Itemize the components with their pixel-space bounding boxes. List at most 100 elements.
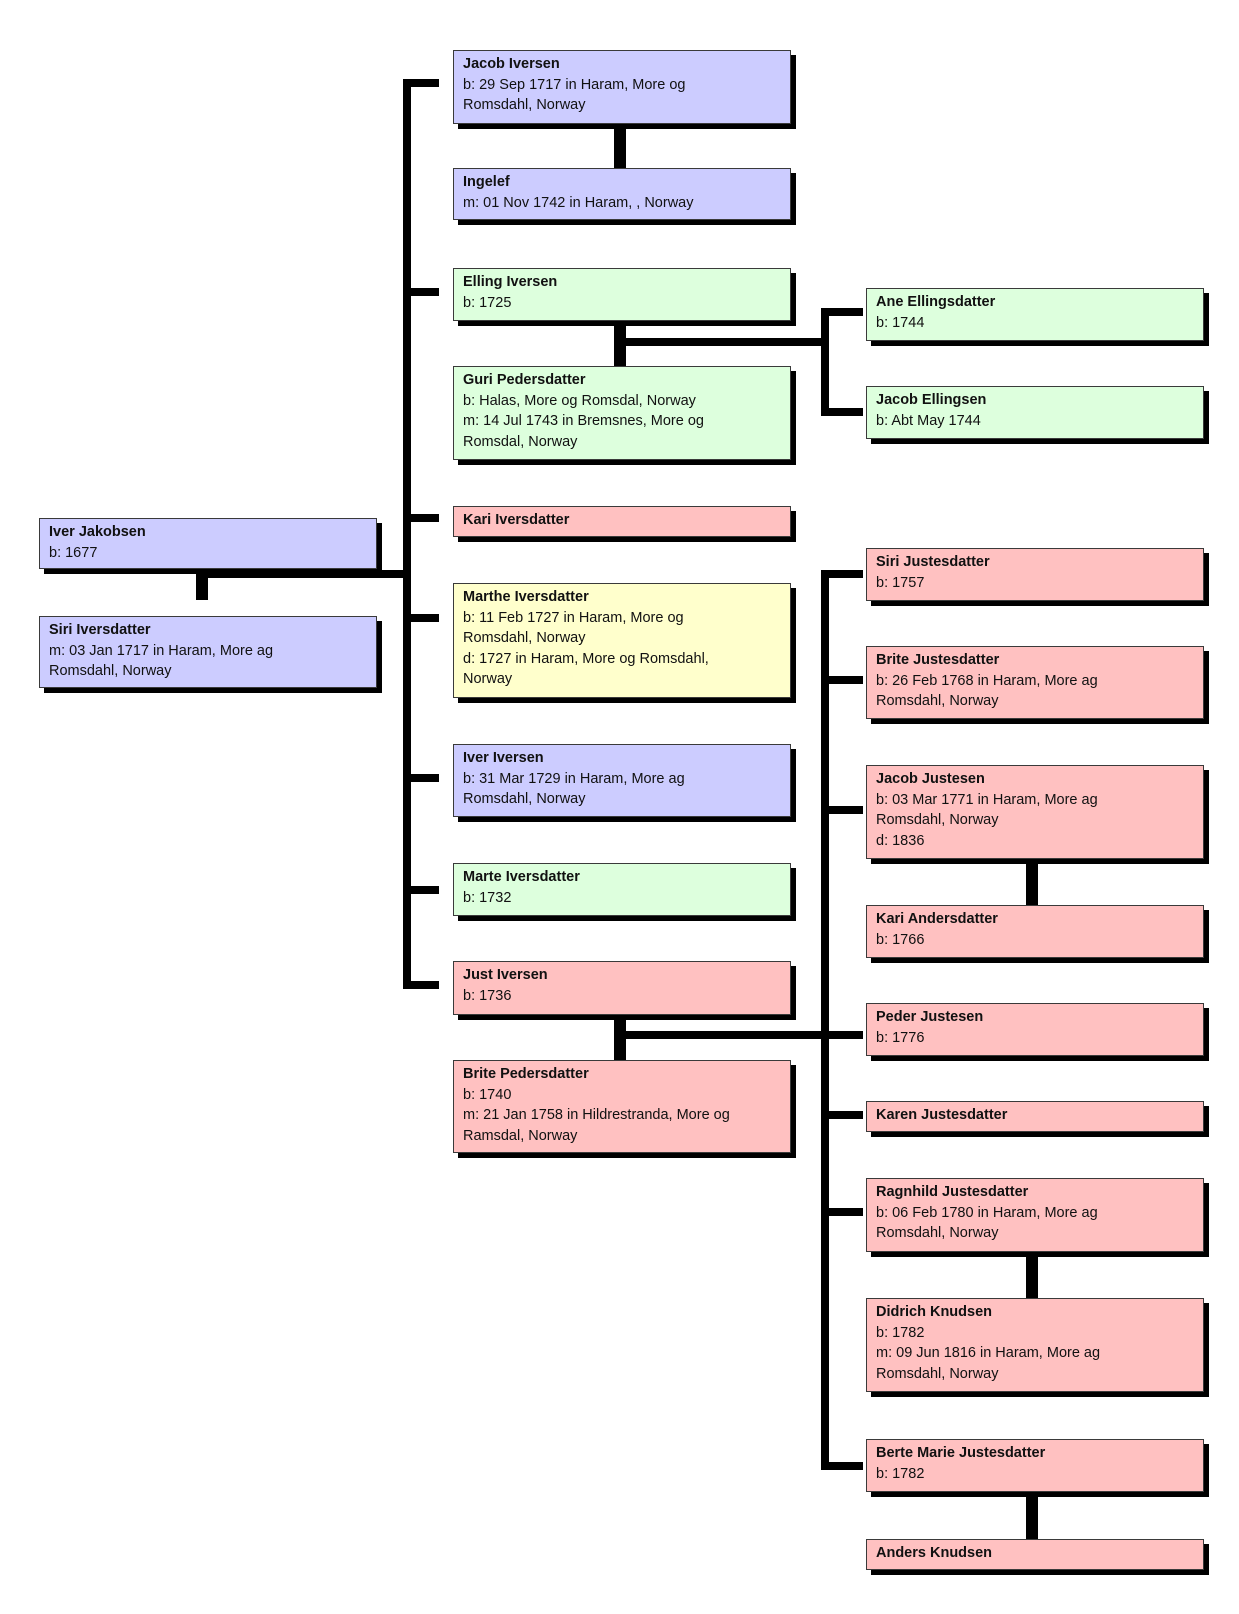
person-name: Iver Iversen — [463, 750, 544, 766]
person-box-brite-pedersdatter[interactable]: Brite Pedersdatter b: 1740 m: 21 Jan 175… — [453, 1060, 791, 1153]
person-detail-line: Romsdal, Norway — [463, 433, 578, 450]
person-box-jacob-ellingsen[interactable]: Jacob Ellingsen b: Abt May 1744 — [866, 386, 1204, 439]
couple-connector-jacob-ingelef — [614, 125, 626, 169]
branch-berte-marie-justesdatter — [821, 1462, 863, 1470]
person-detail-line: m: 01 Nov 1742 in Haram, , Norway — [463, 194, 694, 211]
branch-marthe-iversdatter — [403, 614, 439, 622]
person-name: Peder Justesen — [876, 1009, 984, 1025]
children-trunk-line — [403, 79, 411, 989]
branch-jacob-justesen — [821, 806, 863, 814]
branch-ragnhild-justesdatter — [821, 1208, 863, 1216]
person-detail-line: b: Halas, More og Romsdal, Norway — [463, 392, 696, 409]
person-detail-line: b: 1725 — [463, 294, 512, 311]
person-detail-line: b: 26 Feb 1768 in Haram, More ag — [876, 672, 1098, 689]
branch-jacob-ellingsen — [821, 408, 863, 416]
person-detail-line: b: 1736 — [463, 987, 512, 1004]
person-name: Berte Marie Justesdatter — [876, 1445, 1046, 1461]
person-name: Guri Pedersdatter — [463, 372, 586, 388]
person-detail-line: Romsdahl, Norway — [463, 97, 586, 113]
branch-karen-justesdatter — [821, 1111, 863, 1119]
branch-ane-ellingsdatter — [821, 308, 863, 316]
person-detail-line: m: 03 Jan 1717 in Haram, More ag — [49, 642, 274, 659]
person-detail-line: b: 1740 — [463, 1086, 512, 1103]
person-name: Anders Knudsen — [876, 1545, 993, 1561]
person-box-ane-ellingsdatter[interactable]: Ane Ellingsdatter b: 1744 — [866, 288, 1204, 341]
person-name: Jacob Ellingsen — [876, 392, 987, 408]
person-name: Just Iversen — [463, 967, 548, 983]
person-box-ingelef[interactable]: Ingelef m: 01 Nov 1742 in Haram, , Norwa… — [453, 168, 791, 220]
person-detail-line: b: 1757 — [876, 574, 925, 591]
person-detail-line: Ramsdal, Norway — [463, 1127, 578, 1144]
person-name: Ragnhild Justesdatter — [876, 1184, 1029, 1200]
branch-brite-justesdatter — [821, 676, 863, 684]
branch-marte-iversdatter — [403, 886, 439, 894]
family-connector-just — [620, 1031, 825, 1039]
person-detail-line: b: 11 Feb 1727 in Haram, More og — [463, 609, 684, 626]
person-box-berte-marie-justesdatter[interactable]: Berte Marie Justesdatter b: 1782 — [866, 1439, 1204, 1492]
person-name: Marthe Iversdatter — [463, 589, 589, 605]
person-box-kari-iversdatter[interactable]: Kari Iversdatter — [453, 506, 791, 537]
person-detail-line: b: 06 Feb 1780 in Haram, More ag — [876, 1204, 1098, 1221]
person-box-guri-pedersdatter[interactable]: Guri Pedersdatter b: Halas, More og Roms… — [453, 366, 791, 460]
person-box-didrich-knudsen[interactable]: Didrich Knudsen b: 1782 m: 09 Jun 1816 i… — [866, 1298, 1204, 1392]
person-name: Brite Pedersdatter — [463, 1066, 589, 1082]
person-detail-line: b: 1744 — [876, 314, 925, 331]
person-detail-line: b: 1776 — [876, 1029, 925, 1046]
branch-peder-justesen — [821, 1031, 863, 1039]
person-box-jacob-iversen[interactable]: Jacob Iversen b: 29 Sep 1717 in Haram, M… — [453, 50, 791, 124]
person-name: Iver Jakobsen — [49, 524, 146, 540]
person-box-ragnhild-justesdatter[interactable]: Ragnhild Justesdatter b: 06 Feb 1780 in … — [866, 1178, 1204, 1252]
person-detail-line: b: 1782 — [876, 1324, 925, 1341]
person-box-just-iversen[interactable]: Just Iversen b: 1736 — [453, 961, 791, 1015]
person-box-karen-justesdatter[interactable]: Karen Justesdatter — [866, 1101, 1204, 1132]
person-detail-line: Romsdahl, Norway — [876, 1225, 999, 1241]
person-box-iver-jakobsen[interactable]: Iver Jakobsen b: 1677 — [39, 518, 377, 569]
person-box-marte-iversdatter[interactable]: Marte Iversdatter b: 1732 — [453, 863, 791, 916]
person-detail-line: Romsdahl, Norway — [876, 1365, 999, 1382]
person-detail-line: Romsdahl, Norway — [49, 663, 172, 679]
person-detail-line: Norway — [463, 671, 513, 687]
person-detail-line: Romsdahl, Norway — [463, 630, 586, 646]
person-detail-line: b: 1732 — [463, 889, 512, 906]
person-detail-line: b: 03 Mar 1771 in Haram, More ag — [876, 791, 1098, 808]
children-trunk-elling — [821, 308, 829, 416]
person-detail-line: b: 1782 — [876, 1465, 925, 1482]
person-name: Ingelef — [463, 174, 510, 190]
person-detail-line: b: 1766 — [876, 931, 925, 948]
person-detail-line: b: 31 Mar 1729 in Haram, More ag — [463, 770, 685, 787]
family-connector-elling — [620, 338, 825, 346]
person-detail-line: m: 21 Jan 1758 in Hildrestranda, More og — [463, 1107, 730, 1123]
person-detail-line: Romsdahl, Norway — [876, 812, 999, 828]
branch-iver-iversen — [403, 774, 439, 782]
person-box-anders-knudsen[interactable]: Anders Knudsen — [866, 1539, 1204, 1570]
person-name: Ane Ellingsdatter — [876, 294, 996, 310]
person-box-iver-iversen[interactable]: Iver Iversen b: 31 Mar 1729 in Haram, Mo… — [453, 744, 791, 817]
couple-connector-jacob-kari — [1026, 858, 1038, 905]
person-detail-line: Romsdahl, Norway — [876, 693, 999, 709]
person-name: Marte Iversdatter — [463, 869, 580, 885]
person-name: Kari Iversdatter — [463, 512, 570, 528]
person-detail-line: m: 09 Jun 1816 in Haram, More ag — [876, 1345, 1101, 1361]
children-trunk-just — [821, 570, 829, 1470]
branch-jacob-iversen — [403, 79, 439, 87]
person-name: Siri Justesdatter — [876, 554, 990, 570]
person-detail-line: d: 1836 — [876, 832, 925, 849]
person-box-jacob-justesen[interactable]: Jacob Justesen b: 03 Mar 1771 in Haram, … — [866, 765, 1204, 859]
person-detail-line: b: 29 Sep 1717 in Haram, More og — [463, 76, 686, 93]
person-detail-line: Romsdahl, Norway — [463, 791, 586, 807]
person-box-siri-iversdatter[interactable]: Siri Iversdatter m: 03 Jan 1717 in Haram… — [39, 616, 377, 688]
person-detail-line: d: 1727 in Haram, More og Romsdahl, — [463, 650, 709, 667]
branch-kari-iversdatter — [403, 514, 439, 522]
person-name: Kari Andersdatter — [876, 911, 998, 927]
person-box-marthe-iversdatter[interactable]: Marthe Iversdatter b: 11 Feb 1727 in Har… — [453, 583, 791, 698]
person-box-elling-iversen[interactable]: Elling Iversen b: 1725 — [453, 268, 791, 321]
person-box-siri-justesdatter[interactable]: Siri Justesdatter b: 1757 — [866, 548, 1204, 601]
person-name: Jacob Iversen — [463, 56, 560, 72]
couple-connector-ragnhild-didrich — [1026, 1252, 1038, 1299]
person-box-peder-justesen[interactable]: Peder Justesen b: 1776 — [866, 1003, 1204, 1056]
person-name: Brite Justesdatter — [876, 652, 1000, 668]
person-box-kari-andersdatter[interactable]: Kari Andersdatter b: 1766 — [866, 905, 1204, 958]
person-box-brite-justesdatter[interactable]: Brite Justesdatter b: 26 Feb 1768 in Har… — [866, 646, 1204, 719]
person-name: Elling Iversen — [463, 274, 558, 290]
